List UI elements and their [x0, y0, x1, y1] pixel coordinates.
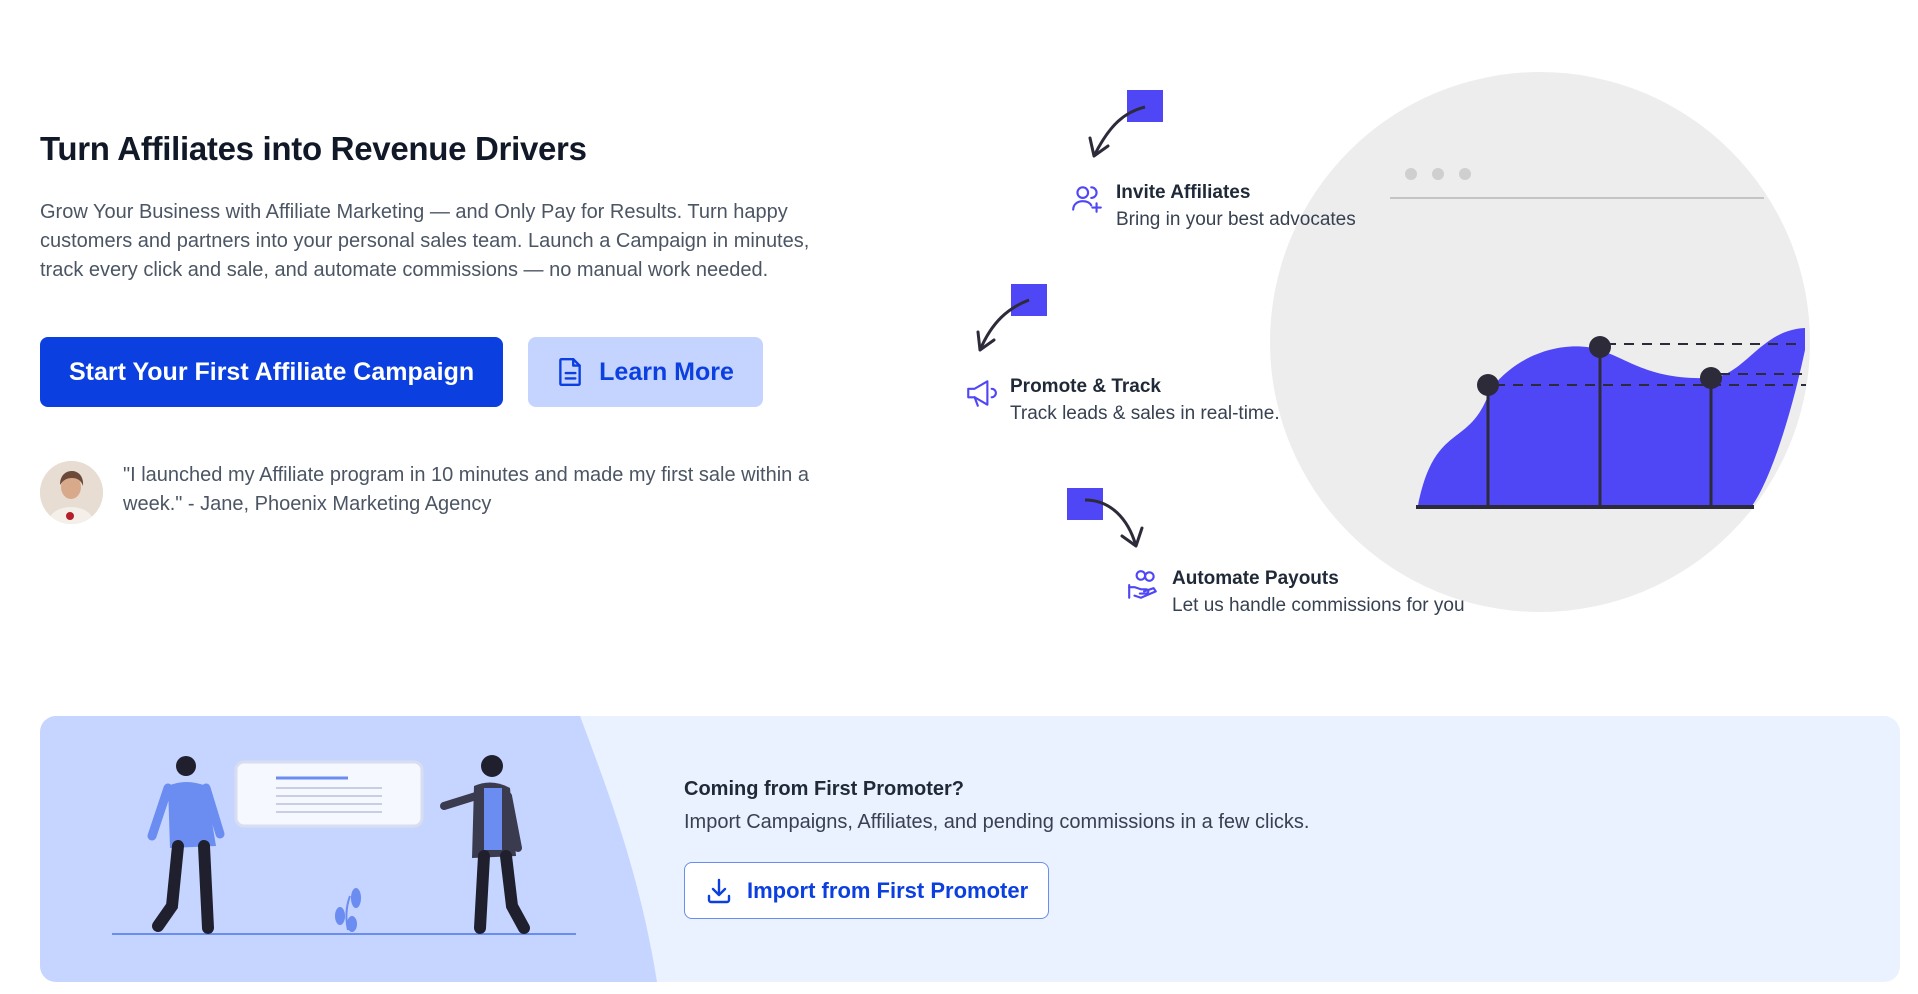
avatar — [40, 461, 103, 524]
step-invite-affiliates: Invite Affiliates Bring in your best adv… — [1070, 180, 1356, 234]
start-campaign-button[interactable]: Start Your First Affiliate Campaign — [40, 337, 504, 407]
step-automate-payouts: Automate Payouts Let us handle commissio… — [1126, 566, 1465, 620]
import-description: Import Campaigns, Affiliates, and pendin… — [684, 811, 1310, 833]
chart-illustration — [976, 72, 1810, 612]
learn-more-label: Learn More — [599, 357, 734, 386]
import-button-label: Import from First Promoter — [747, 877, 1029, 903]
step-subtitle: Bring in your best advocates — [1116, 209, 1356, 230]
step-title: Invite Affiliates — [1116, 182, 1251, 203]
hero-left: Turn Affiliates into Revenue Drivers Gro… — [40, 130, 860, 524]
step-subtitle: Let us handle commissions for you — [1172, 595, 1465, 616]
learn-more-button[interactable]: Learn More — [528, 337, 763, 407]
step-promote-track: Promote & Track Track leads & sales in r… — [964, 374, 1280, 428]
step-title: Promote & Track — [1010, 376, 1161, 397]
hero-actions: Start Your First Affiliate Campaign Lear… — [40, 337, 860, 407]
hero-title: Turn Affiliates into Revenue Drivers — [40, 130, 587, 167]
testimonial: "I launched my Affiliate program in 10 m… — [40, 461, 860, 524]
import-banner: Coming from First Promoter? Import Campa… — [40, 716, 1900, 982]
step-title: Automate Payouts — [1172, 568, 1339, 589]
download-icon — [707, 878, 731, 903]
people-illustration — [40, 716, 657, 982]
hero-section: Turn Affiliates into Revenue Drivers Gro… — [40, 60, 1870, 620]
workflow-illustration: Invite Affiliates Bring in your best adv… — [930, 60, 1870, 620]
start-campaign-label: Start Your First Affiliate Campaign — [69, 357, 475, 386]
hand-coins-icon — [1128, 570, 1157, 599]
import-title: Coming from First Promoter? — [684, 778, 965, 800]
megaphone-icon — [967, 380, 997, 407]
users-plus-icon — [1072, 186, 1102, 213]
hero-description: Grow Your Business with Affiliate Market… — [40, 201, 810, 281]
step-subtitle: Track leads & sales in real-time. — [1010, 403, 1280, 424]
import-content: Coming from First Promoter? Import Campa… — [684, 778, 1309, 919]
import-button[interactable]: Import from First Promoter — [684, 862, 1050, 919]
testimonial-quote: "I launched my Affiliate program in 10 m… — [123, 464, 809, 515]
document-icon — [559, 357, 581, 387]
